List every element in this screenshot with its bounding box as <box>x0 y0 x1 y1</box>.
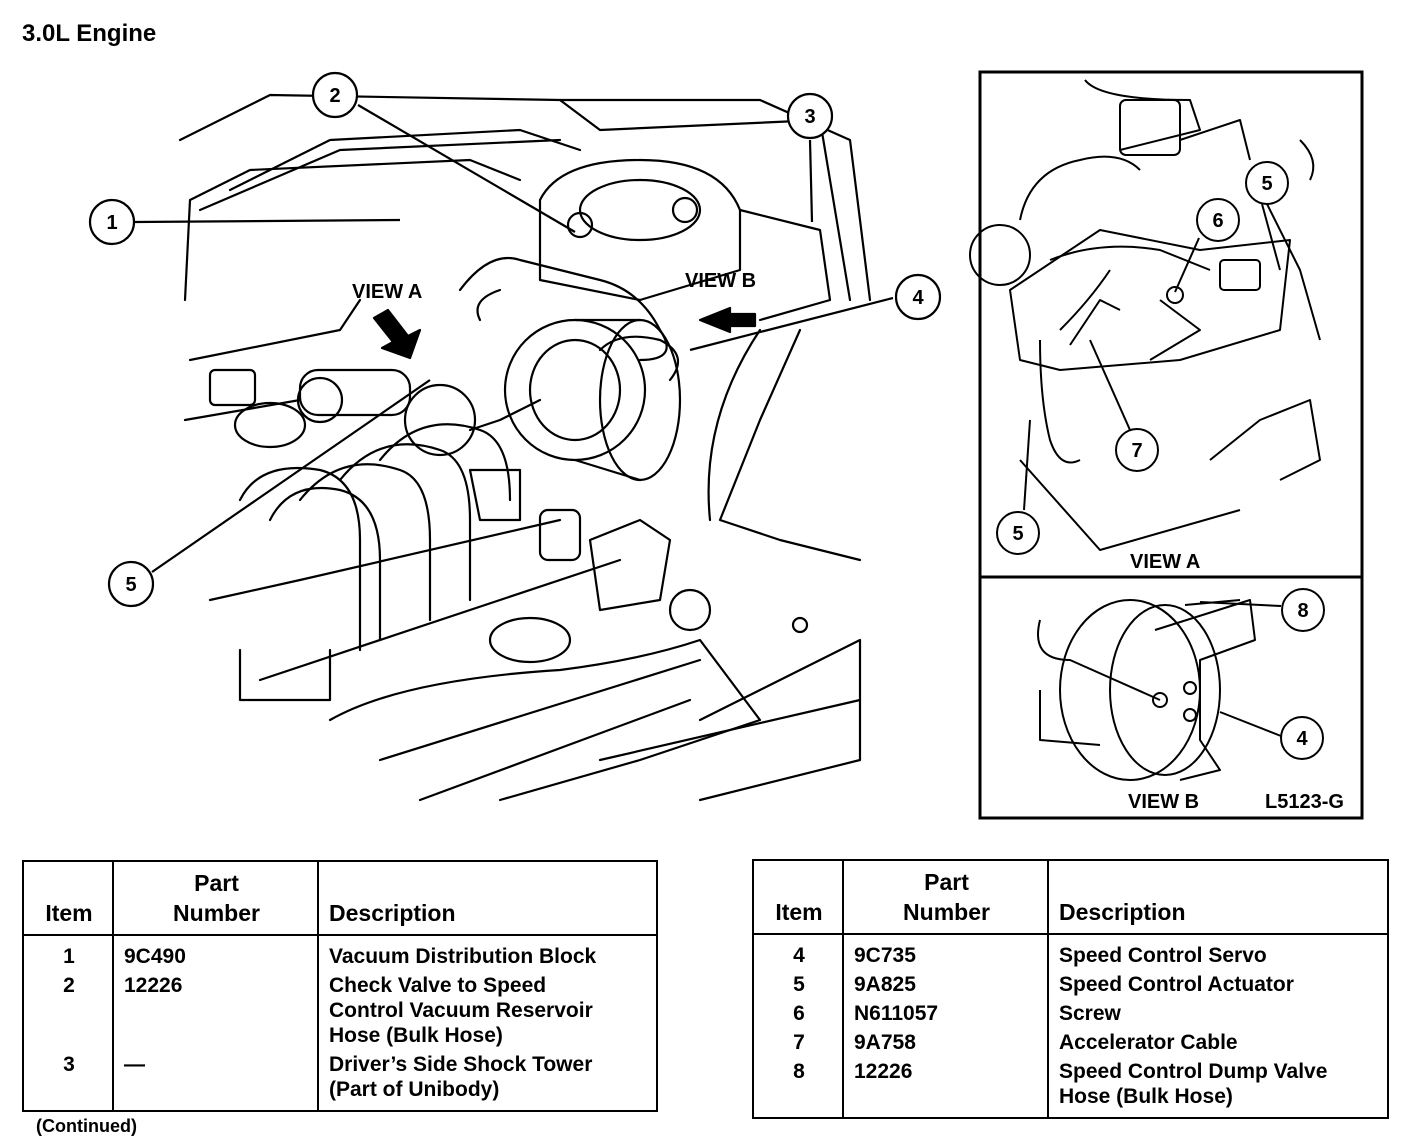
parts-table-left: Item Part Number Description 1 9C490 Vac… <box>22 860 658 1112</box>
leader-lines <box>134 104 894 573</box>
item-cell: 2 <box>63 974 75 997</box>
item-cell: 8 <box>793 1060 805 1083</box>
callout-3-label: 3 <box>804 106 815 128</box>
callout-5: 5 <box>107 560 155 608</box>
view-a-arrow-label: VIEW A <box>352 281 422 303</box>
part-number-cell: 12226 <box>842 1057 1048 1118</box>
item-cell: 7 <box>793 1031 805 1054</box>
table-row: 2 12226 Check Valve to Speed Control Vac… <box>23 971 657 1050</box>
item-cell: 6 <box>793 1002 805 1025</box>
callout-4-label: 4 <box>912 287 924 309</box>
header-item: Item <box>753 860 843 935</box>
table-row: 1 9C490 Vacuum Distribution Block <box>23 935 657 971</box>
table-row: 6 N611057 Screw <box>753 999 1388 1028</box>
view-b-callout-4-label: 4 <box>1296 728 1308 750</box>
callout-4: 4 <box>894 273 942 321</box>
view-b-callout-8-label: 8 <box>1297 600 1308 622</box>
view-a-callout-5: 5 <box>1245 161 1289 205</box>
description-cell: Driver’s Side Shock Tower (Part of Unibo… <box>317 1050 657 1111</box>
table-row: 4 9C735 Speed Control Servo <box>753 934 1388 970</box>
inset-frame <box>978 70 1364 820</box>
part-number-cell: 12226 <box>112 971 318 1050</box>
header-item: Item <box>23 861 113 936</box>
view-b-leaders <box>1199 601 1282 737</box>
view-b-arrow-label: VIEW B <box>685 270 756 292</box>
view-a-callout-7-label: 7 <box>1131 440 1142 462</box>
description-cell: Accelerator Cable <box>1047 1028 1388 1057</box>
continued-note: (Continued) <box>36 1116 137 1136</box>
table-row: 5 9A825 Speed Control Actuator <box>753 970 1388 999</box>
view-a-leaders <box>1023 203 1281 511</box>
view-b-callout-8: 8 <box>1281 588 1325 632</box>
table-row: 3 — Driver’s Side Shock Tower (Part of U… <box>23 1050 657 1111</box>
figure-id: L5123-G <box>1265 791 1344 813</box>
part-number-cell: 9A758 <box>842 1028 1048 1057</box>
description-cell: Check Valve to Speed Control Vacuum Rese… <box>317 971 657 1050</box>
diagram-title: 3.0L Engine <box>22 20 157 47</box>
part-number-cell: 9C735 <box>842 934 1048 970</box>
header-part-number: Part Number <box>842 860 1048 935</box>
parts-table-right: Item Part Number Description 4 9C735 Spe… <box>752 859 1389 1119</box>
callout-1: 1 <box>88 198 136 246</box>
item-cell: 5 <box>793 973 805 996</box>
header-description: Description <box>317 861 657 936</box>
view-b-art <box>1037 599 1256 781</box>
view-a-callout-6-label: 6 <box>1212 210 1223 232</box>
view-a-callout-5b-label: 5 <box>1012 523 1023 545</box>
engine-linework <box>178 93 872 802</box>
item-cell: 3 <box>63 1053 75 1076</box>
view-b-callout-4: 4 <box>1280 716 1324 760</box>
description-cell: Speed Control Dump Valve Hose (Bulk Hose… <box>1047 1057 1388 1118</box>
view-b-inset-label: VIEW B <box>1128 791 1199 813</box>
callout-2: 2 <box>311 71 359 119</box>
description-cell: Speed Control Servo <box>1047 934 1388 970</box>
view-a-callout-7: 7 <box>1115 428 1159 472</box>
header-part-number: Part Number <box>112 861 318 936</box>
callout-2-label: 2 <box>329 85 340 107</box>
callout-5-label: 5 <box>125 574 136 596</box>
item-cell: 1 <box>63 945 75 968</box>
header-description: Description <box>1047 860 1388 935</box>
description-cell: Vacuum Distribution Block <box>317 935 657 971</box>
callout-1-label: 1 <box>106 212 117 234</box>
table-row: 7 9A758 Accelerator Cable <box>753 1028 1388 1057</box>
part-number-cell: 9A825 <box>842 970 1048 999</box>
callout-3: 3 <box>786 92 834 140</box>
item-cell: 4 <box>793 944 805 967</box>
view-a-callout-5-label: 5 <box>1261 173 1272 195</box>
view-a-callout-5b: 5 <box>996 511 1040 555</box>
part-number-cell: N611057 <box>842 999 1048 1028</box>
view-a-callout-6: 6 <box>1196 198 1240 242</box>
view-a-inset-label: VIEW A <box>1130 551 1200 573</box>
description-cell: Screw <box>1047 999 1388 1028</box>
table-row: 8 12226 Speed Control Dump Valve Hose (B… <box>753 1057 1388 1118</box>
view-a-art <box>969 79 1321 551</box>
part-number-cell: — <box>112 1050 318 1111</box>
part-number-cell: 9C490 <box>112 935 318 971</box>
description-cell: Speed Control Actuator <box>1047 970 1388 999</box>
